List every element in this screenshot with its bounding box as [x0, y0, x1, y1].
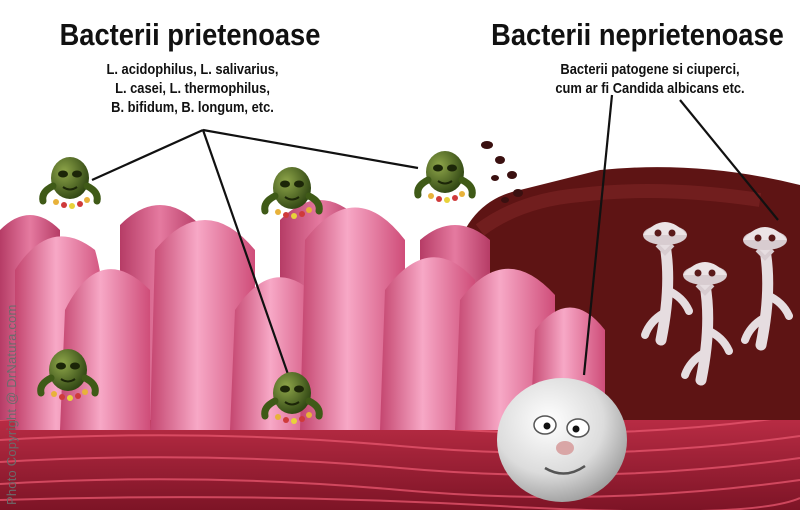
friendly-bacterium-icon: [418, 151, 473, 203]
friendly-bacteria-title: Bacterii prietenoase: [59, 17, 321, 52]
debris-particles: [481, 141, 523, 203]
unfriendly-bacteria-list: Bacterii patogene si ciuperci, cum ar fi…: [534, 60, 766, 98]
pathogen-creature-icon: [497, 378, 627, 502]
unfriendly-bacteria-line: cum ar fi Candida albicans etc.: [555, 80, 745, 97]
pathogen-overgrowth: [455, 167, 800, 420]
friendly-bacteria-line: L. casei, L. thermophilus,: [115, 80, 270, 97]
copyright-watermark: Photo Copyright @ DrNatura.com: [4, 304, 19, 505]
friendly-bacteria-line: L. acidophilus, L. salivarius,: [106, 61, 279, 78]
unfriendly-bacteria-title: Bacterii neprietenoase: [491, 17, 784, 52]
overgrowth-highlight: [475, 184, 762, 236]
friendly-bacterium-icon: [43, 157, 98, 209]
friendly-bacteria-list: L. acidophilus, L. salivarius, L. casei,…: [79, 60, 307, 117]
unfriendly-bacteria-line: Bacterii patogene si ciuperci,: [560, 61, 740, 78]
friendly-bacteria-line: B. bifidum, B. longum, etc.: [111, 99, 274, 116]
label-connector-lines: [91, 94, 779, 381]
